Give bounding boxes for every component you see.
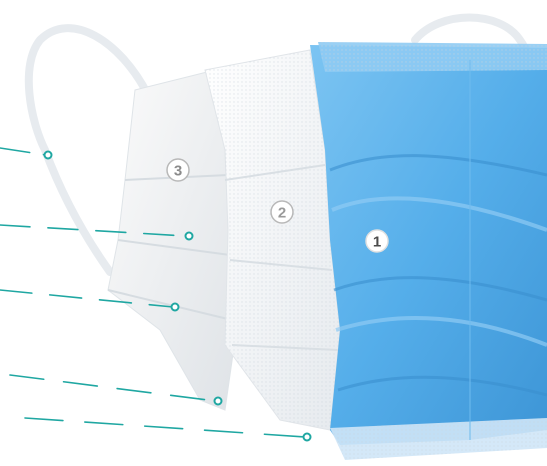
- layer-1-panel: [310, 42, 547, 460]
- leader-line: [0, 148, 46, 155]
- layer-3-panel: [108, 70, 235, 410]
- leader-dot: [186, 233, 193, 240]
- leader-line: [25, 418, 305, 437]
- leader-dot: [304, 434, 311, 441]
- leader-line: [10, 375, 216, 401]
- layer-badge-2: 2: [271, 201, 293, 223]
- leader-dot: [215, 398, 222, 405]
- layer-badge-1-label: 1: [373, 234, 381, 251]
- leader-dot: [45, 152, 52, 159]
- leader-dot: [172, 304, 179, 311]
- layer-badge-1: 1: [366, 230, 388, 252]
- layer-badge-2-label: 2: [278, 205, 286, 222]
- layer-badge-3-label: 3: [174, 163, 182, 180]
- layer-badge-3: 3: [167, 159, 189, 181]
